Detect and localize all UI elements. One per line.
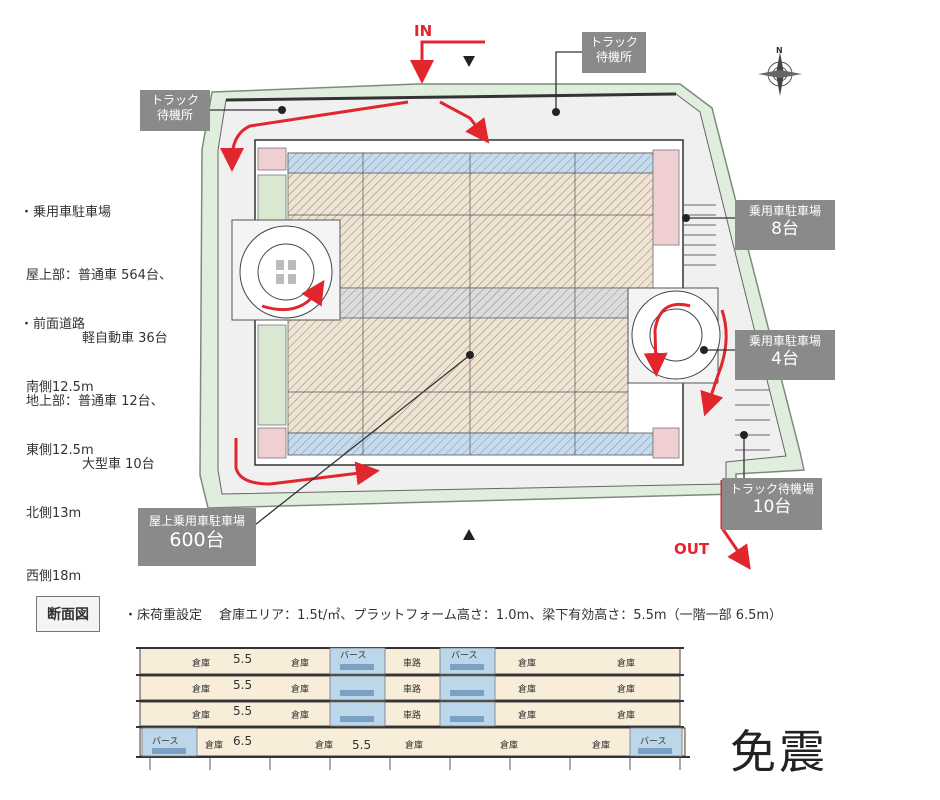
height-floor1: 6.5 bbox=[233, 734, 253, 748]
callout-parking-east-label: 乗用車駐車場 bbox=[748, 204, 821, 218]
section-wh-1a: 倉庫 bbox=[192, 659, 211, 669]
callout-truck-wait-se-count: 10台 bbox=[752, 497, 792, 517]
height-floor2: 5.5 bbox=[233, 704, 253, 718]
callout-rooftop-label: 屋上乗用車駐車場 bbox=[148, 514, 245, 528]
section-wh-4b: 倉庫 bbox=[315, 741, 334, 751]
section-berth-1b: バース bbox=[451, 651, 478, 661]
section-wh-4c: 倉庫 bbox=[405, 741, 424, 751]
callout-parking-east-count: 8台 bbox=[771, 219, 799, 239]
section-wh-4e: 倉庫 bbox=[592, 741, 611, 751]
section-wh-4d: 倉庫 bbox=[500, 741, 519, 751]
section-tag: 断面図 bbox=[36, 596, 100, 632]
compass-north-label: N bbox=[776, 46, 783, 55]
road-info-north: 北側13m bbox=[26, 506, 82, 521]
site-plan bbox=[199, 40, 805, 570]
section-berth-4b: バース bbox=[640, 737, 667, 747]
berth-south bbox=[287, 432, 654, 456]
seismic-isolation-label: 免震 bbox=[730, 725, 828, 779]
callout-parking-east2: 乗用車駐車場 4台 bbox=[735, 330, 835, 380]
section-wh-2a: 倉庫 bbox=[192, 685, 211, 695]
section-wh-3d: 倉庫 bbox=[617, 711, 636, 721]
road-info-east: 東側12.5m bbox=[26, 443, 94, 458]
height-floor4: 5.5 bbox=[233, 652, 253, 666]
callout-rooftop-parking: 屋上乗用車駐車場 600台 bbox=[138, 508, 256, 566]
callout-truck-wait-top: トラック 待機所 bbox=[582, 32, 646, 73]
callout-truck-wait-se-label: トラック待機場 bbox=[729, 482, 814, 496]
in-label: IN bbox=[414, 22, 433, 40]
parking-info: ・乗用車駐車場 屋上部：普通車 564台、 軽自動車 36台 地上部：普通車 1… bbox=[20, 160, 172, 496]
callout-parking-east2-count: 4台 bbox=[771, 349, 799, 369]
section-wh-3a: 倉庫 bbox=[192, 711, 211, 721]
callout-parking-east: 乗用車駐車場 8台 bbox=[735, 200, 835, 250]
route-in bbox=[410, 40, 485, 84]
parking-info-ground1: 地上部：普通車 12台、 bbox=[26, 394, 164, 409]
callout-rooftop-count: 600台 bbox=[169, 529, 225, 551]
road-info-west: 西側18m bbox=[26, 569, 82, 584]
height-floor3: 5.5 bbox=[233, 678, 253, 692]
section-ramp-1: 車路 bbox=[403, 659, 422, 669]
section-ramp-3: 車路 bbox=[403, 711, 422, 721]
road-info: ・前面道路 南側12.5m 東側12.5m 北側13m 西側18m bbox=[20, 272, 94, 608]
parking-info-title: ・乗用車駐車場 bbox=[20, 205, 112, 220]
section-wh-1d: 倉庫 bbox=[617, 659, 636, 669]
berth-north bbox=[287, 152, 654, 174]
section-wh-1b: 倉庫 bbox=[291, 659, 310, 669]
callout-parking-east2-label: 乗用車駐車場 bbox=[748, 334, 821, 348]
callout-truck-wait-left: トラック 待機所 bbox=[140, 90, 210, 131]
section-spec: ・床荷重設定 倉庫エリア：1.5t/㎡、プラットフォーム高さ：1.0m、梁下有効… bbox=[124, 608, 783, 623]
section-wh-1c: 倉庫 bbox=[518, 659, 537, 669]
section-berth-4a: バース bbox=[152, 737, 179, 747]
height-floor1-ramp: 5.5 bbox=[352, 738, 372, 752]
section-wh-3c: 倉庫 bbox=[518, 711, 537, 721]
parking-info-roof1: 屋上部：普通車 564台、 bbox=[26, 268, 172, 283]
parking-info-ground2: 大型車 10台 bbox=[82, 457, 155, 472]
section-ramp-2: 車路 bbox=[403, 685, 422, 695]
section-wh-3b: 倉庫 bbox=[291, 711, 310, 721]
compass-icon bbox=[758, 52, 802, 96]
out-label: OUT bbox=[674, 540, 710, 558]
callout-truck-wait-se: トラック待機場 10台 bbox=[722, 478, 822, 530]
section-wh-2b: 倉庫 bbox=[291, 685, 310, 695]
section-wh-4a: 倉庫 bbox=[205, 741, 224, 751]
section-berth-1a: バース bbox=[340, 651, 367, 661]
parking-info-roof2: 軽自動車 36台 bbox=[82, 331, 168, 346]
road-info-south: 南側12.5m bbox=[26, 380, 94, 395]
section-diagram bbox=[136, 647, 690, 770]
road-info-title: ・前面道路 bbox=[20, 317, 86, 332]
section-wh-2d: 倉庫 bbox=[617, 685, 636, 695]
section-wh-2c: 倉庫 bbox=[518, 685, 537, 695]
